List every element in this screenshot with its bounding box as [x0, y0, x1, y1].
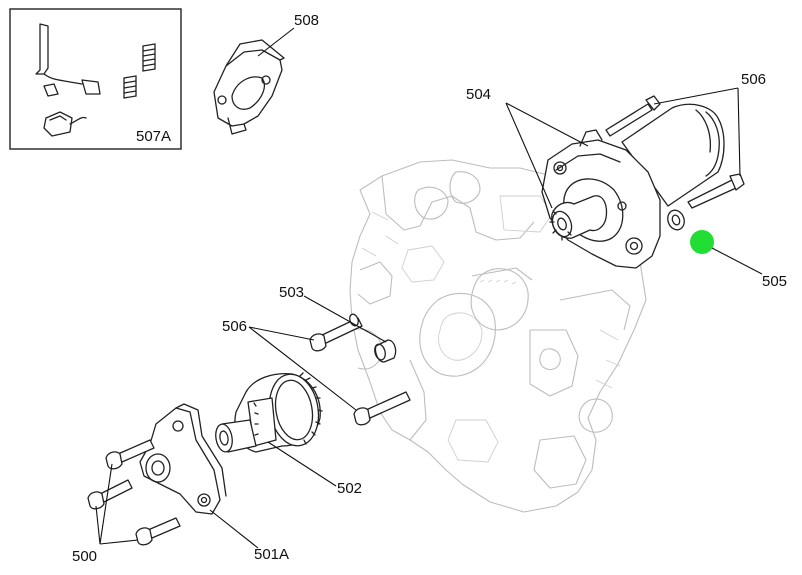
- label-504: 504: [466, 86, 491, 103]
- leader-504-a: [505, 102, 589, 147]
- label-506-top: 506: [741, 71, 766, 88]
- part-501a-cover: [139, 403, 259, 549]
- label-506-left: 506: [222, 318, 247, 335]
- bolts-500: [87, 439, 181, 546]
- label-501a: 501A: [254, 546, 289, 563]
- label-508: 508: [294, 12, 319, 29]
- crankcase-ghost: [349, 159, 647, 513]
- bolts-and-bushing: [248, 295, 411, 426]
- label-500: 500: [72, 548, 97, 565]
- inset-box-507a: 507A: [9, 8, 182, 150]
- label-505: 505: [762, 273, 787, 290]
- part-508-end-cover: 508: [213, 12, 319, 135]
- highlight-marker: [690, 230, 714, 254]
- leader-505: [711, 247, 763, 275]
- part-502-gear: [215, 372, 337, 487]
- leader-506-a: [653, 87, 739, 105]
- label-502: 502: [337, 480, 362, 497]
- leader-504-b: [505, 102, 553, 209]
- leader-506-b: [737, 87, 741, 177]
- label-503: 503: [279, 284, 304, 301]
- starter-motor-assembly: [541, 95, 745, 269]
- label-507a: 507A: [136, 128, 171, 145]
